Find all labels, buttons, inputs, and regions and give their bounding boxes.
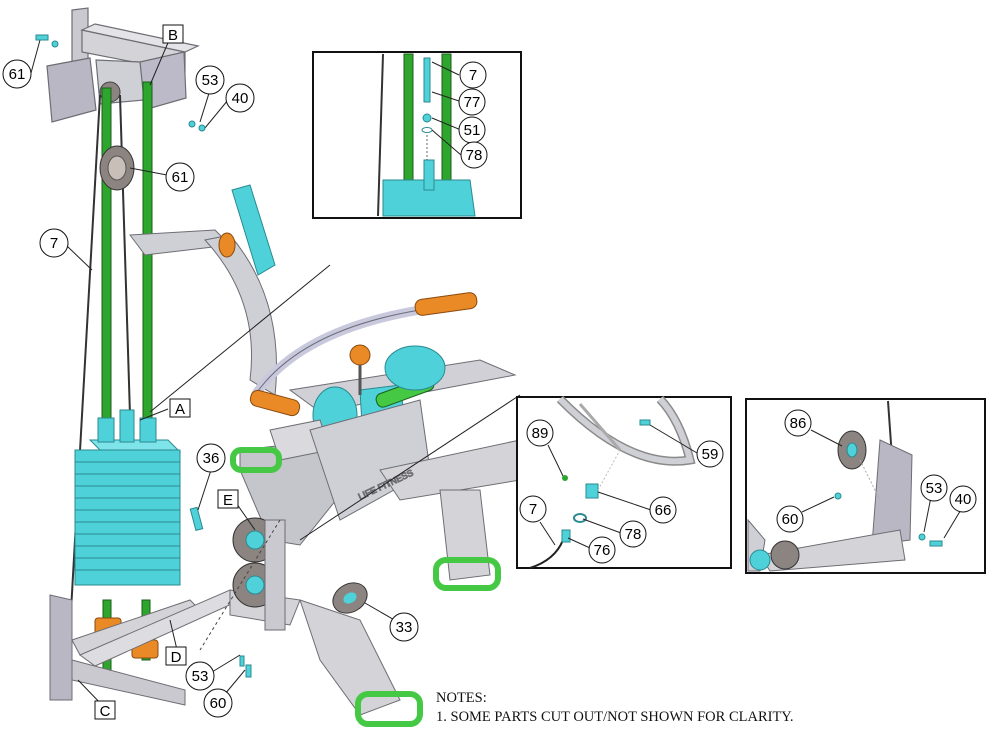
- weight-stack: [74, 409, 182, 586]
- label-d: D: [165, 646, 187, 666]
- svg-text:C: C: [100, 703, 111, 720]
- svg-text:B: B: [168, 27, 178, 44]
- svg-text:78: 78: [625, 526, 642, 543]
- svg-text:40: 40: [232, 90, 249, 107]
- svg-text:51: 51: [464, 122, 481, 139]
- letter-labels: B A E D C: [94, 24, 239, 720]
- label-a: A: [169, 398, 191, 418]
- callouts-main: 61 53 40 61 7 36 33 53: [2, 59, 419, 718]
- svg-text:61: 61: [172, 169, 189, 186]
- inset-detail-middle: 89 59 66 7 78 76: [516, 395, 732, 569]
- svg-text:53: 53: [192, 668, 209, 685]
- svg-text:60: 60: [782, 511, 799, 528]
- top-frame: [46, 7, 200, 123]
- svg-text:7: 7: [469, 67, 477, 84]
- callout-61-top: 61: [2, 59, 32, 89]
- svg-text:7: 7: [529, 501, 537, 518]
- svg-text:E: E: [223, 492, 233, 509]
- callout-60-bottom: 60: [203, 688, 233, 718]
- label-e: E: [217, 489, 239, 509]
- svg-text:D: D: [171, 649, 182, 666]
- svg-text:A: A: [175, 401, 185, 418]
- inset-detail-right: 86 60 53 40: [745, 398, 986, 574]
- handle-bar: [249, 292, 478, 417]
- svg-text:89: 89: [532, 425, 549, 442]
- callout-33: 33: [389, 612, 419, 642]
- base-frame: [49, 589, 247, 706]
- notes-heading: NOTES:: [436, 690, 487, 706]
- svg-text:53: 53: [202, 72, 219, 89]
- svg-text:33: 33: [396, 619, 413, 636]
- pulley-61: [99, 145, 135, 191]
- inset-detail-top: 7 77 51 78: [312, 51, 522, 219]
- svg-text:53: 53: [926, 480, 943, 497]
- svg-text:59: 59: [702, 446, 719, 463]
- svg-text:66: 66: [655, 502, 672, 519]
- callout-61-pulley: 61: [165, 162, 195, 192]
- callout-7-cable: 7: [39, 228, 69, 258]
- svg-text:77: 77: [464, 94, 481, 111]
- svg-text:60: 60: [210, 695, 227, 712]
- notes-block: NOTES: 1. SOME PARTS CUT OUT/NOT SHOWN F…: [436, 689, 794, 727]
- explode-line-d: [199, 519, 281, 651]
- callout-53-top: 53: [195, 65, 225, 95]
- leader-lines: [30, 37, 521, 708]
- svg-text:40: 40: [955, 491, 972, 508]
- svg-text:7: 7: [50, 235, 58, 252]
- pulley-33: [332, 582, 368, 614]
- svg-text:61: 61: [9, 66, 26, 83]
- svg-text:78: 78: [466, 147, 483, 164]
- fasteners: [35, 34, 252, 678]
- label-c: C: [94, 700, 116, 720]
- svg-text:86: 86: [790, 415, 807, 432]
- callout-53-bottom: 53: [185, 661, 215, 691]
- label-b: B: [162, 24, 184, 44]
- spring-36: [189, 506, 204, 532]
- notes-line-1: 1. SOME PARTS CUT OUT/NOT SHOWN FOR CLAR…: [436, 709, 794, 725]
- seat-frame: [129, 184, 278, 396]
- svg-text:36: 36: [203, 450, 220, 467]
- foot-grips: [230, 447, 501, 727]
- svg-text:76: 76: [594, 542, 611, 559]
- callout-36: 36: [196, 443, 226, 473]
- dual-pulleys: [232, 517, 286, 631]
- callout-40-top: 40: [225, 83, 255, 113]
